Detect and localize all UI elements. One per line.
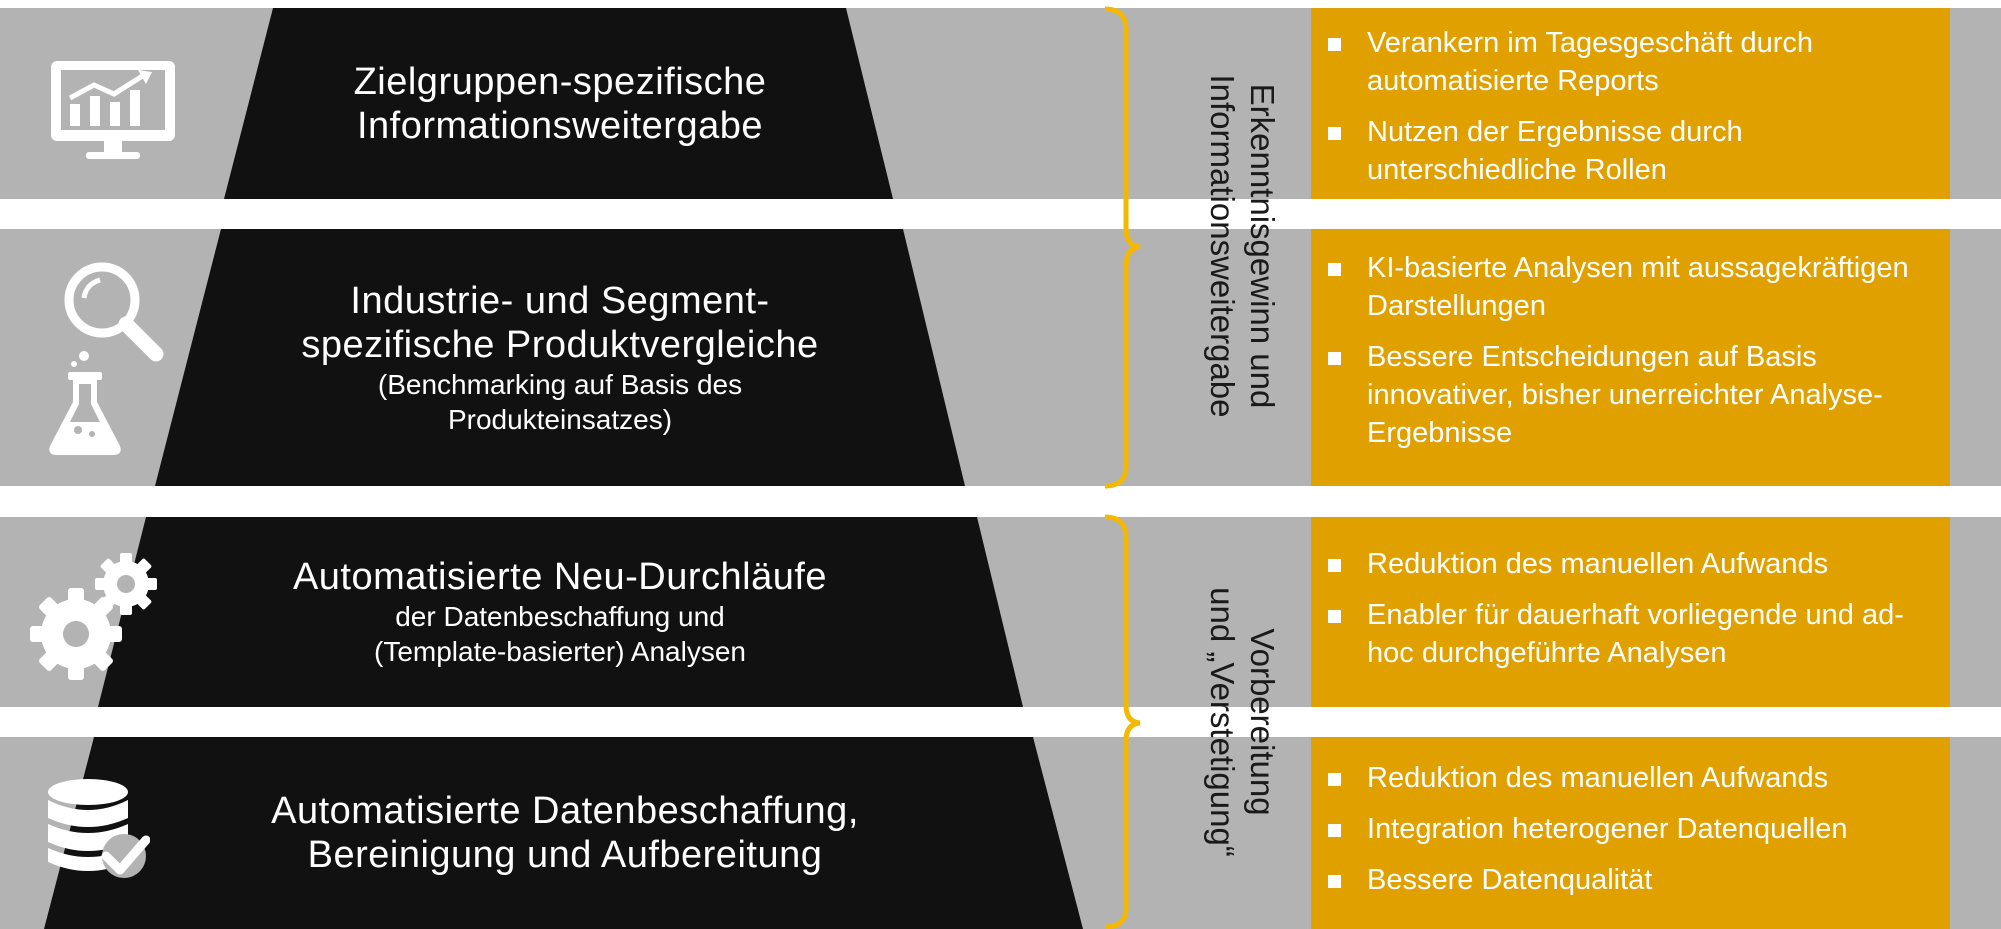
brace-lower bbox=[1104, 514, 1141, 929]
benefit-item: Verankern im Tagesgeschäft durch automat… bbox=[1311, 24, 1950, 100]
monitor-chart-icon bbox=[51, 61, 175, 159]
trapezoid-level-1 bbox=[224, 8, 893, 199]
benefit-item: Reduktion des manuellen Aufwands bbox=[1311, 545, 1950, 583]
benefit-item: KI-basierte Analysen mit aussagekräftige… bbox=[1311, 249, 1950, 325]
brace-upper bbox=[1104, 6, 1141, 489]
level-2-subtitle: (Benchmarking auf Basis des Produkteinsa… bbox=[377, 368, 743, 435]
benefit-text: KI-basierte Analysen mit aussagekräftige… bbox=[1367, 252, 1909, 322]
bullet-icon bbox=[1328, 824, 1341, 837]
level-1-title: Zielgruppen-spezifische Informationsweit… bbox=[353, 60, 767, 147]
bullet-icon bbox=[1328, 773, 1341, 786]
benefit-text: Bessere Datenqualität bbox=[1367, 864, 1653, 896]
benefit-item: Reduktion des manuellen Aufwands bbox=[1311, 759, 1950, 797]
benefit-item: Nutzen der Ergebnisse durch unterschiedl… bbox=[1311, 113, 1950, 189]
level-3-title: Automatisierte Neu-Durchläufe bbox=[292, 556, 828, 598]
magnifier-icon bbox=[64, 262, 164, 362]
level-4-text: Automatisierte Datenbeschaffung, Bereini… bbox=[120, 737, 1010, 929]
database-check-icon bbox=[48, 779, 150, 878]
bullet-icon bbox=[1328, 352, 1341, 365]
trapezoid-level-2 bbox=[155, 229, 965, 486]
benefit-item: Integration heterogener Datenquellen bbox=[1311, 810, 1950, 848]
bullet-icon bbox=[1328, 559, 1341, 572]
group-label-lower: Vorbereitung und „Verstetigung“ bbox=[1204, 587, 1281, 857]
level-1-text: Zielgruppen-spezifische Informationsweit… bbox=[250, 8, 870, 199]
benefits-panel-level-4: Reduktion des manuellen Aufwands Integra… bbox=[1311, 737, 1950, 929]
bullet-icon bbox=[1328, 38, 1341, 51]
benefit-text: Integration heterogener Datenquellen bbox=[1367, 813, 1848, 845]
group-label-upper: Erkenntnisgewinn und Informationsweiterg… bbox=[1204, 74, 1281, 418]
level-3-subtitle: der Datenbeschaffung und (Template-basie… bbox=[374, 601, 746, 667]
bullet-icon bbox=[1328, 263, 1341, 276]
bullet-icon bbox=[1328, 127, 1341, 140]
bullet-icon bbox=[1328, 610, 1341, 623]
benefit-item: Bessere Entscheidungen auf Basis innovat… bbox=[1311, 338, 1950, 452]
benefit-text: Enabler für dauerhaft vorliegende und ad… bbox=[1367, 599, 1904, 669]
benefit-text: Reduktion des manuellen Aufwands bbox=[1367, 762, 1829, 794]
trapezoid-level-3 bbox=[98, 517, 1023, 707]
level-3-text: Automatisierte Neu-Durchläufe der Datenb… bbox=[160, 517, 960, 707]
benefit-text: Reduktion des manuellen Aufwands bbox=[1367, 548, 1829, 580]
trapezoid-level-4 bbox=[44, 737, 1083, 929]
benefit-text: Nutzen der Ergebnisse durch unterschiedl… bbox=[1367, 116, 1743, 186]
benefit-text: Verankern im Tagesgeschäft durch automat… bbox=[1367, 27, 1814, 97]
benefit-text: Bessere Entscheidungen auf Basis innovat… bbox=[1367, 341, 1883, 449]
flask-icon bbox=[49, 351, 121, 455]
gears-icon bbox=[30, 553, 157, 680]
level-4-title: Automatisierte Datenbeschaffung, Bereini… bbox=[271, 790, 859, 876]
level-2-text: Industrie- und Segment- spezifische Prod… bbox=[200, 229, 920, 486]
benefits-panel-level-2: KI-basierte Analysen mit aussagekräftige… bbox=[1311, 229, 1950, 486]
benefits-panel-level-1: Verankern im Tagesgeschäft durch automat… bbox=[1311, 8, 1950, 199]
level-2-title: Industrie- und Segment- spezifische Prod… bbox=[301, 279, 819, 366]
benefits-panel-level-3: Reduktion des manuellen Aufwands Enabler… bbox=[1311, 517, 1950, 707]
benefit-item: Bessere Datenqualität bbox=[1311, 861, 1950, 899]
bullet-icon bbox=[1328, 875, 1341, 888]
benefit-item: Enabler für dauerhaft vorliegende und ad… bbox=[1311, 596, 1950, 672]
